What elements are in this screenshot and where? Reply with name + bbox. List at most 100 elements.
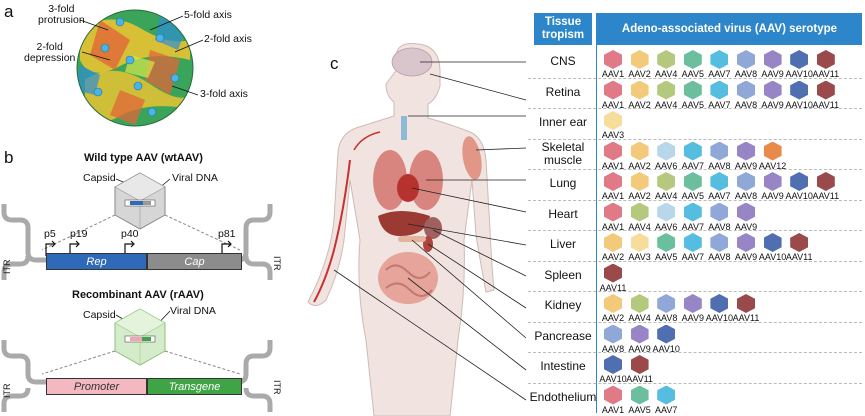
tissue-label: Kidney	[544, 298, 582, 312]
hexagon-icon	[816, 80, 835, 100]
hexagon-icon	[737, 294, 755, 313]
hexagon-icon	[657, 172, 676, 191]
hexagon-icon	[604, 80, 622, 100]
serotype-label: AAV9	[761, 99, 784, 110]
serotype-cell: AAV10	[759, 233, 786, 263]
promoter-p19: p19	[70, 228, 88, 240]
serotype-cell: AAV11	[733, 294, 759, 324]
serotype-cell: AAV5	[680, 172, 706, 202]
serotype-cell: AAV8	[733, 172, 759, 202]
serotype-label: AAV7	[681, 221, 704, 232]
hexagon-icon	[816, 172, 835, 191]
hexagon-icon	[737, 50, 755, 69]
hexagon-icon	[790, 80, 809, 100]
row-separator	[528, 77, 862, 79]
label-3fold-protrusion: 3-fold protrusion	[38, 3, 85, 26]
serotype-label: AAV11	[626, 374, 653, 384]
serotype-cell: AAV7	[706, 50, 732, 80]
aav-capsid-structure	[76, 9, 194, 127]
raav-diagram	[1, 308, 273, 412]
hexagon-icon	[763, 80, 782, 100]
promoter-p5: p5	[44, 228, 56, 240]
serotype-cell: AAV4	[627, 202, 653, 233]
serotype-label: AAV1	[601, 69, 625, 79]
hexagon-icon	[657, 385, 676, 405]
serotype-cell: AAV1	[600, 141, 626, 172]
hexagon-icon	[683, 294, 702, 313]
tissue-label: Spleen	[544, 267, 582, 282]
serotype-cell: AAV10	[599, 355, 627, 385]
r-itr-left: ITR	[2, 383, 12, 399]
hexagon-icon	[683, 202, 702, 222]
hexagon-icon	[604, 233, 622, 252]
serotype-cell: AAV6	[653, 202, 679, 233]
serotype-cell: AAV3	[627, 233, 653, 263]
table-column-divider	[596, 13, 597, 413]
tissue-label: Intestine	[540, 359, 586, 373]
tissue-label: Pancrease	[534, 328, 592, 343]
tissue-label: Skeletal muscle	[541, 139, 585, 167]
serotype-cell: AAV8	[733, 50, 759, 80]
hexagon-icon	[710, 172, 729, 191]
serotype-cell: AAV9	[680, 294, 706, 324]
serotype-label: AAV5	[681, 191, 704, 201]
r-viral-dna-label: Viral DNA	[170, 305, 216, 317]
serotype-label: AAV10	[705, 313, 734, 323]
serotype-cell: AAV10	[786, 172, 813, 202]
serotype-cell: AAV7	[706, 172, 732, 202]
tissue-label: Lung	[549, 176, 577, 190]
serotype-cell: AAV2	[600, 233, 626, 263]
serotype-cell: AAV12	[759, 141, 786, 172]
wt-viral-dna-label: Viral DNA	[172, 172, 218, 184]
serotype-label: AAV3	[628, 252, 651, 262]
serotype-cell: AAV7	[706, 80, 732, 111]
row-separator	[528, 230, 862, 231]
serotype-cell: AAV9	[627, 324, 653, 355]
serotype-cell: AAV8	[653, 294, 679, 324]
promoter-p81: p81	[218, 228, 236, 240]
serotype-cell: AAV9	[733, 233, 759, 263]
tissue-label: Endothelium	[529, 389, 597, 404]
serotype-cell: AAV2	[627, 172, 653, 202]
serotype-label: AAV2	[601, 313, 625, 323]
serotype-label: AAV1	[601, 191, 625, 201]
wt-itr-right: ITR	[272, 256, 282, 271]
rep-gene: Rep	[46, 253, 147, 270]
hexagon-icon	[683, 141, 702, 161]
hexagon-icon	[710, 233, 729, 252]
panel-letter-c: c	[330, 54, 339, 73]
tissue-label: Heart	[548, 206, 578, 221]
hexagon-icon	[657, 141, 676, 161]
hexagon-icon	[604, 111, 622, 130]
panel-letter-a: a	[4, 2, 14, 21]
serotype-cell: AAV5	[680, 80, 706, 111]
capsid-callout-lines	[79, 15, 204, 96]
label-2fold-depression: 2-fold depression	[24, 41, 76, 64]
hexagon-icon	[630, 385, 649, 405]
hexagon-icon	[630, 50, 649, 69]
serotype-label: AAV9	[734, 160, 758, 171]
raav-title: Recombinant AAV (rAAV)	[72, 289, 204, 301]
hexagon-icon	[604, 50, 622, 69]
hexagon-icon	[630, 233, 649, 252]
row-separator	[528, 260, 862, 262]
serotype-cell: AAV8	[600, 324, 626, 355]
serotype-label: AAV5	[628, 404, 651, 415]
hexagon-icon	[657, 50, 676, 69]
serotype-cell: AAV10	[786, 50, 813, 80]
serotype-label: AAV1	[601, 99, 625, 110]
serotype-cell: AAV11	[812, 80, 839, 111]
serotype-label: AAV11	[812, 99, 840, 110]
serotype-label: AAV11	[785, 252, 813, 262]
serotype-cell: AAV2	[627, 80, 653, 111]
serotype-cell: AAV10	[706, 294, 733, 324]
serotype-cell: AAV4	[653, 172, 679, 202]
serotype-label: AAV8	[601, 343, 625, 354]
serotype-label: AAV10	[758, 252, 787, 262]
tissue-label: CNS	[550, 54, 576, 68]
serotype-label: AAV7	[708, 191, 731, 201]
serotype-cell: AAV11	[812, 50, 839, 80]
serotype-label: AAV8	[655, 313, 678, 323]
hexagon-icon	[604, 202, 622, 222]
serotype-cell: AAV11	[812, 172, 839, 202]
